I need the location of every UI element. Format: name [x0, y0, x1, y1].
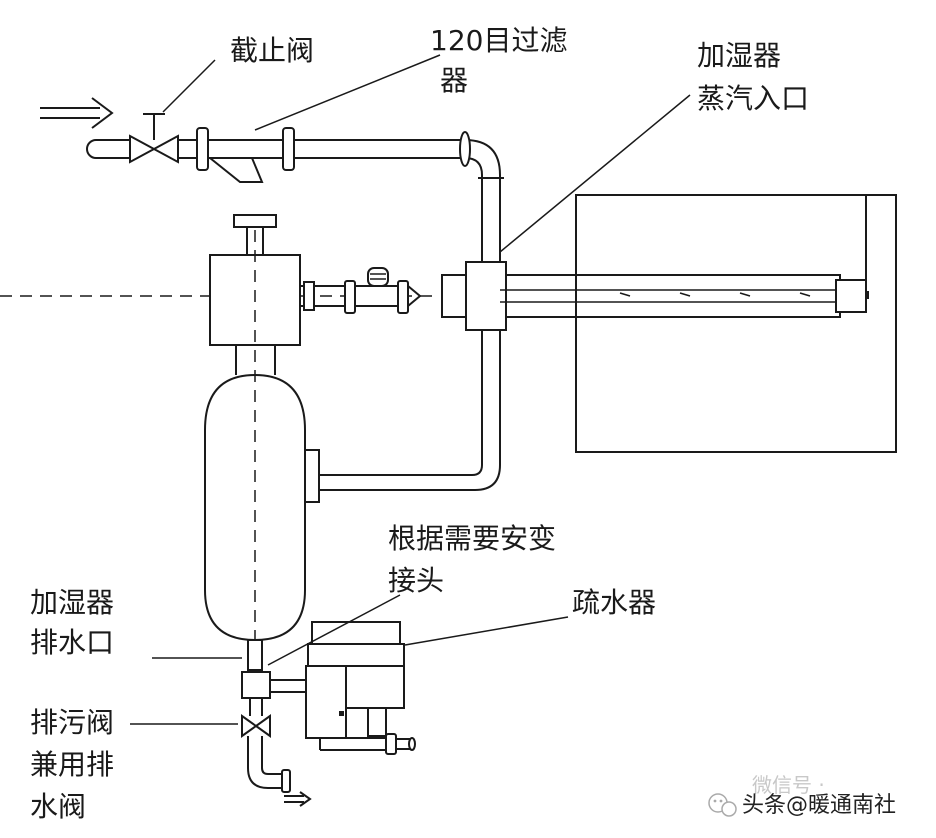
steam-separator-vessel: [204, 230, 320, 642]
watermark-text: 头条@暖通南社: [742, 793, 896, 818]
label-blowdown-line2: 兼用排: [30, 748, 114, 781]
watermark-faint-text: 微信号 ·: [752, 773, 825, 797]
humidifier-casing: [575, 194, 897, 453]
label-drain-outlet-line1: 加湿器: [30, 586, 114, 619]
wechat-logo-icon: [708, 793, 737, 817]
watermark: 微信号 · 头条@暖通南社: [708, 773, 896, 818]
separator-head: [209, 214, 345, 346]
label-drain-outlet-line2: 排水口: [30, 626, 114, 659]
y-strainer-filter: [196, 127, 295, 183]
leader-lines: [130, 54, 691, 725]
shutoff-valve: [129, 113, 179, 164]
label-shutoff-valve: 截止阀: [230, 34, 314, 67]
control-valve: [344, 267, 422, 314]
drain-outflow-arrow-icon: [284, 791, 312, 807]
label-inlet-line2: 蒸汽入口: [697, 82, 809, 115]
drain-assembly: [241, 639, 310, 793]
label-filter-line1: 120目过滤: [430, 24, 567, 57]
steam-trap: [305, 621, 416, 755]
inflow-arrow-icon: [40, 97, 114, 129]
label-filter-line2: 器: [440, 64, 468, 97]
label-adapter-line2: 接头: [388, 564, 444, 597]
label-blowdown-line3: 水阀: [30, 790, 86, 823]
label-adapter-line1: 根据需要安变: [388, 522, 556, 555]
steam-distribution-tube: [441, 261, 869, 331]
label-steam-trap: 疏水器: [572, 586, 656, 619]
condensate-return-pipe: [319, 330, 501, 491]
steam-supply-pipe: [86, 131, 504, 275]
label-inlet-line1: 加湿器: [697, 39, 781, 72]
label-blowdown-line1: 排污阀: [30, 706, 114, 739]
